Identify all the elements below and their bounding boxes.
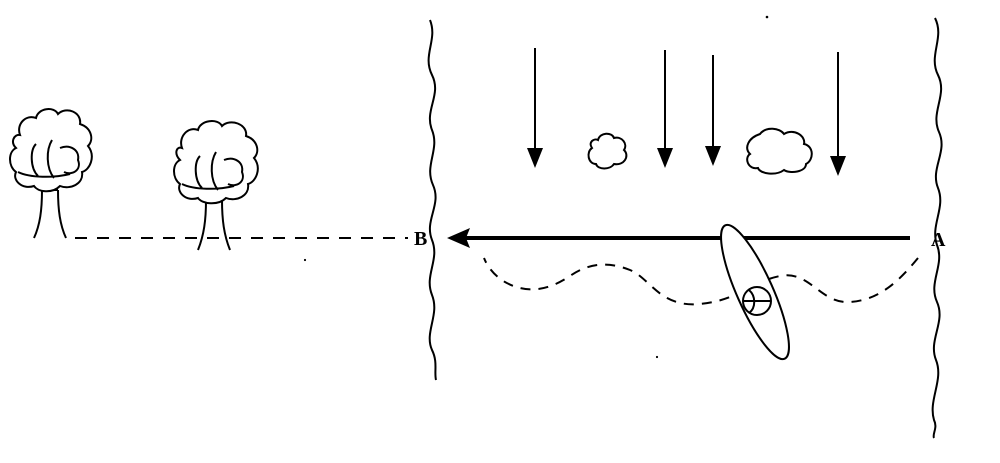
tree-canopy	[9, 108, 93, 193]
speck	[655, 355, 659, 359]
speck	[765, 15, 769, 19]
tree-trunk	[197, 199, 231, 251]
tree-right	[173, 120, 259, 251]
tree-canopy-detail	[181, 151, 244, 191]
speck	[303, 258, 307, 262]
tree-canopy-detail	[17, 139, 80, 179]
right-riverbank	[931, 17, 943, 439]
kayak	[720, 223, 790, 361]
tree-canopy	[173, 120, 259, 205]
point-a-label: A	[931, 229, 946, 251]
tree-left	[9, 108, 93, 239]
drift-path	[483, 257, 919, 306]
current-arrowhead	[657, 148, 673, 168]
river-current-arrows	[527, 48, 846, 176]
current-arrowhead	[527, 148, 543, 168]
current-arrowhead	[705, 146, 721, 166]
small-cloud-shape	[587, 132, 628, 170]
left-riverbank	[427, 19, 437, 381]
large-cloud-shape	[746, 127, 813, 175]
paddler-cockpit-detail	[743, 289, 771, 314]
point-b-label: B	[414, 228, 427, 250]
tree-trunk	[33, 189, 67, 239]
straight-path-arrowhead	[447, 228, 470, 248]
current-arrowhead	[830, 156, 846, 176]
